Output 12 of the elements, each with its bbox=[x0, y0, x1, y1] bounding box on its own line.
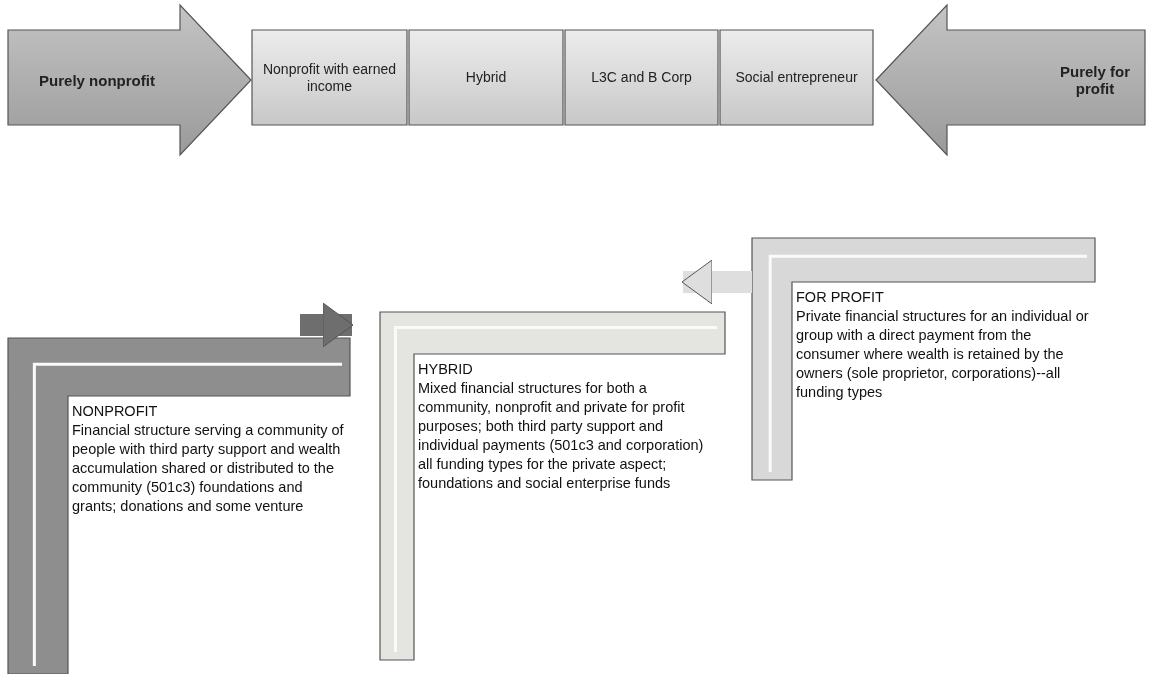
description-text: Private financial structures for an individual or group with a direct payment from the consumer where wealth is retained by the owners (sole proprietor, corporations)--all funding types bbox=[796, 307, 1090, 402]
description-text: Financial structure serving a community of people with third party support and wealth accumulation shared or distributed to the community (501c3) foundations and grants; donations and some venture bbox=[72, 421, 345, 516]
description-text: Mixed financial structures for both a community, nonprofit and private for profit purposes; both third party support and individual payments (501c3 and corporation) all funding types for the private aspect; foundations and social enterprise funds bbox=[418, 379, 705, 493]
category-label: Purely for profit bbox=[1059, 63, 1131, 97]
section-heading: FOR PROFIT bbox=[796, 288, 885, 307]
section-heading: NONPROFIT bbox=[72, 402, 159, 421]
category-label: Purely nonprofit bbox=[39, 71, 155, 89]
category-label: Social entrepreneur bbox=[735, 69, 858, 86]
category-label: Hybrid bbox=[465, 69, 507, 86]
category-label: Nonprofit with earned income bbox=[261, 60, 398, 95]
section-heading: HYBRID bbox=[418, 360, 474, 379]
category-label: L3C and B Corp bbox=[591, 69, 692, 86]
